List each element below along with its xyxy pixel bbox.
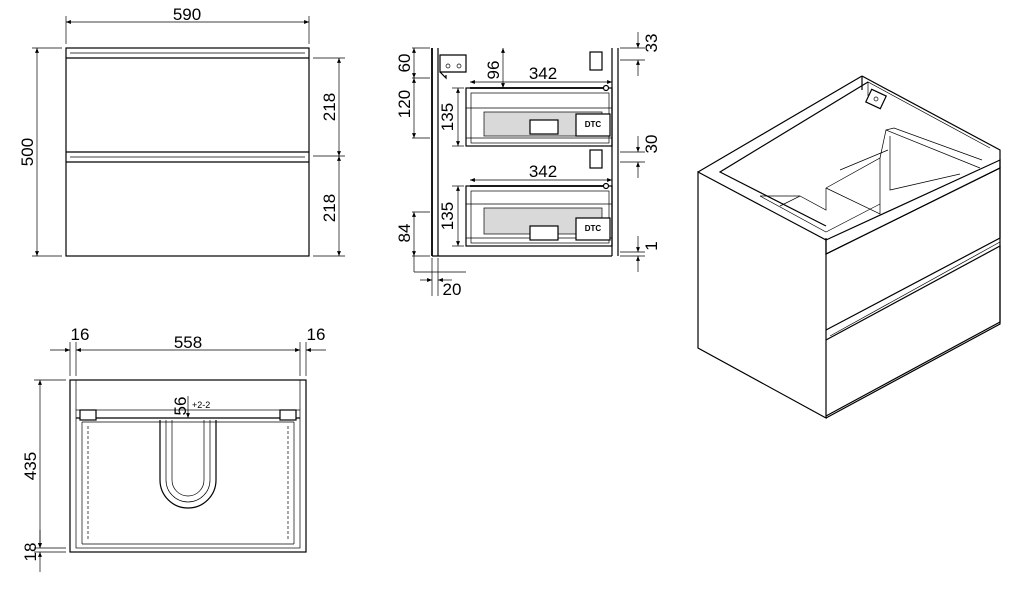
top-drawer-section: DTC [465, 51, 613, 147]
cabinet-side-panel [697, 171, 827, 420]
hinge-bottom-icon [589, 149, 603, 169]
hanging-bracket [439, 54, 467, 73]
runner-block-icon [575, 113, 611, 137]
dim-96: 96 [484, 61, 503, 80]
runner-clip-icon [529, 119, 559, 135]
runner-logo-top: DTC [585, 120, 602, 129]
front-width-dim: 590 [173, 5, 201, 24]
dim-side-left: 16 [71, 325, 90, 344]
dim-side-right: 16 [307, 325, 326, 344]
dim-33: 33 [642, 34, 661, 53]
hinge-top-icon [589, 51, 603, 71]
cabinet-front [825, 159, 1001, 419]
dim-1: 1 [642, 241, 661, 250]
runner-logo-bottom: DTC [585, 224, 602, 233]
dim-20: 20 [443, 280, 462, 299]
dim-84: 84 [395, 224, 414, 243]
dim-depth: 435 [21, 452, 40, 480]
iso-bracket-icon [864, 88, 888, 110]
dim-cutout: 56 [171, 397, 190, 416]
top-view-outline [69, 379, 307, 553]
iso-drawer-top [825, 167, 1001, 331]
dim-back: 18 [21, 543, 40, 562]
dim-342-top: 342 [529, 64, 557, 83]
isometric-view [697, 75, 1001, 420]
bottom-drawer-section: DTC [465, 149, 613, 247]
plumbing-cutout [159, 420, 217, 509]
top-view: 16 558 16 435 18 56 +2-2 [21, 325, 326, 572]
dim-135-top: 135 [438, 103, 457, 131]
section-view: DTC DTC 60 120 135 [395, 32, 661, 299]
front-view: 590 500 218 218 [18, 5, 345, 257]
drawer-bottom-height-dim: 218 [320, 194, 339, 222]
dim-inner-width: 558 [174, 333, 202, 352]
dim-135-bottom: 135 [438, 202, 457, 230]
iso-drawer-bottom [825, 244, 1001, 417]
dim-60: 60 [395, 54, 414, 73]
front-height-dim: 500 [18, 138, 37, 166]
dim-120: 120 [395, 90, 414, 118]
drawer-top-height-dim: 218 [320, 93, 339, 121]
dim-342-bottom: 342 [529, 162, 557, 181]
dim-tolerance: +2-2 [192, 400, 210, 410]
dim-30: 30 [642, 135, 661, 154]
